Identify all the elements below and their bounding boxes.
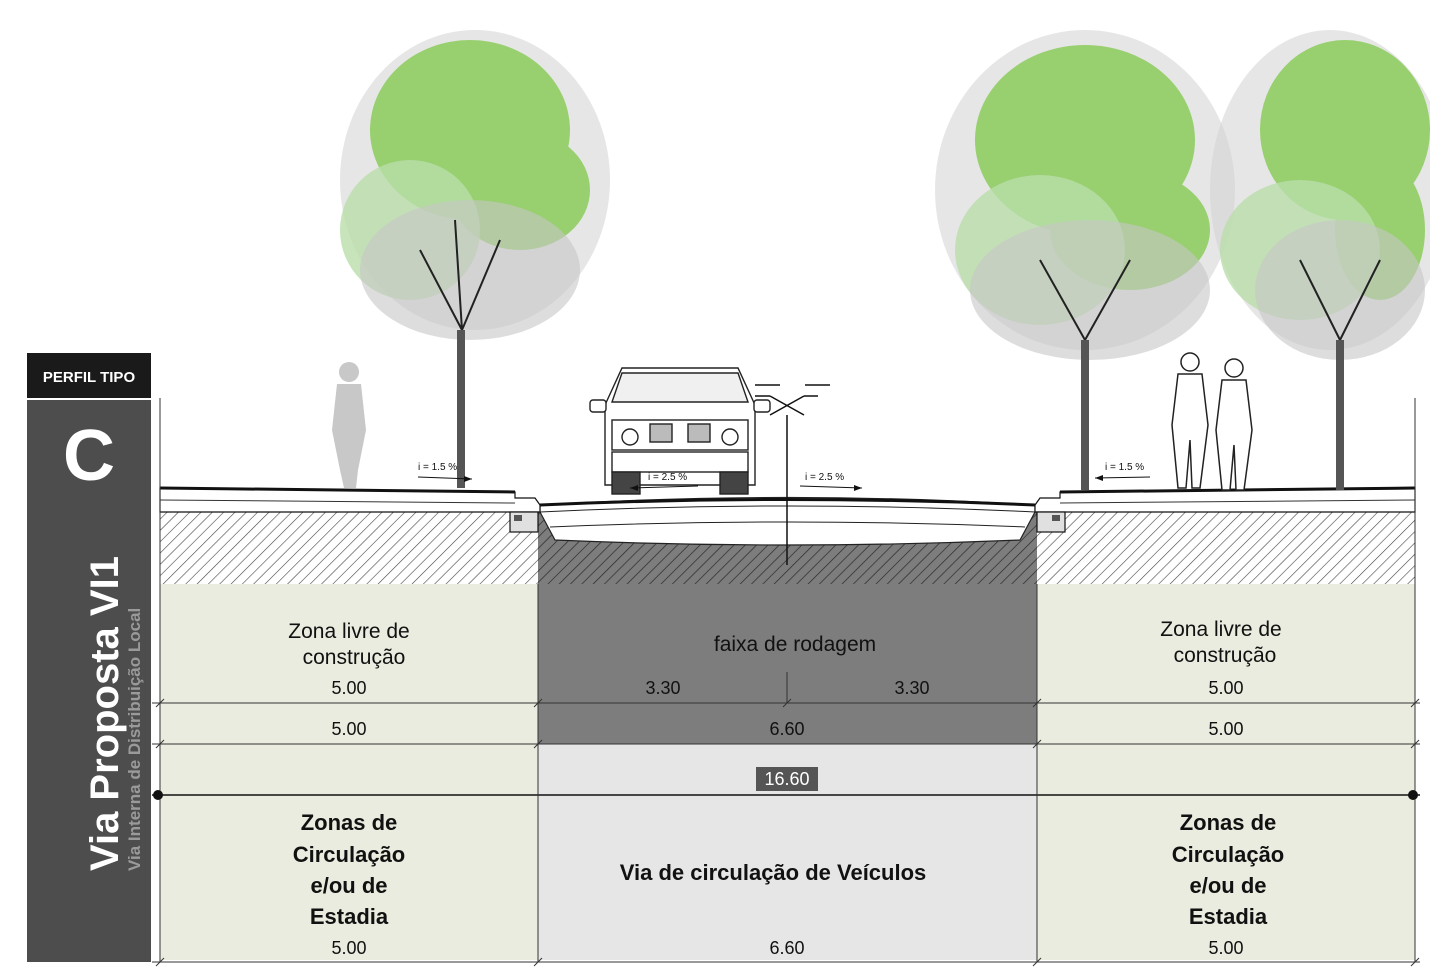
profile-title: Via Proposta VI1 [83, 556, 127, 871]
profile-letter: C [63, 416, 115, 496]
total-dim-end-right [1408, 790, 1418, 800]
dimension-values: 5.00 3.30 3.30 5.00 5.00 6.60 5.00 5.00 … [331, 678, 1243, 958]
slope-annotations: i = 1.5 % i = 2.5 % i = 2.5 % i = 1.5 % [417, 462, 1151, 491]
sidebar: PERFIL TIPO C Via Proposta VI1 Via Inter… [27, 353, 151, 962]
total-dim-box [756, 767, 818, 791]
total-dim-value: 16.60 [764, 769, 809, 789]
slope-right-sidewalk: i = 1.5 % [1105, 462, 1144, 473]
slope-road-right: i = 2.5 % [805, 472, 844, 483]
right-use-line-3: e/ou de [1189, 873, 1266, 898]
dim-row2-center: 6.60 [769, 719, 804, 739]
dim-row4-center: 6.60 [769, 938, 804, 958]
tree-left [340, 30, 610, 489]
dim-row2-right: 5.00 [1208, 719, 1243, 739]
car-front-view [589, 367, 771, 495]
perfil-tipo-label: PERFIL TIPO [43, 369, 136, 386]
right-zone-label-2: construção [1174, 644, 1277, 667]
left-zone-label-1: Zona livre de [288, 620, 409, 643]
dim-row1-center-b: 3.30 [894, 678, 929, 698]
pedestrian-left [332, 362, 366, 488]
right-curb [1036, 511, 1066, 533]
dim-row1-left: 5.00 [331, 678, 366, 698]
zone-backgrounds [160, 584, 1415, 960]
road-zone-bg [538, 584, 1037, 744]
right-soil [1037, 512, 1415, 584]
left-zone-bg [160, 584, 538, 960]
use-labels: Zonas de Circulação e/ou de Estadia Via … [293, 810, 1285, 929]
dim-row4-left: 5.00 [331, 938, 366, 958]
cross-section [159, 384, 1416, 962]
dim-row1-right: 5.00 [1208, 678, 1243, 698]
left-use-line-2: Circulação [293, 842, 406, 867]
dimension-lines [152, 584, 1420, 967]
right-use-line-1: Zonas de [1180, 810, 1277, 835]
slope-left-sidewalk: i = 1.5 % [418, 462, 457, 473]
dim-row1-center-a: 3.30 [645, 678, 680, 698]
street-lamp [755, 384, 830, 565]
left-use-line-3: e/ou de [310, 873, 387, 898]
left-use-line-4: Estadia [310, 904, 389, 929]
profile-subtitle: Via Interna de Distribuição Local [125, 608, 144, 871]
dim-row4-right: 5.00 [1208, 938, 1243, 958]
right-sidewalk [1034, 487, 1416, 513]
tree-right-1 [935, 30, 1235, 490]
left-sidewalk [159, 487, 541, 513]
right-use-line-4: Estadia [1189, 904, 1268, 929]
left-soil [160, 512, 538, 584]
sidebar-panel [27, 400, 151, 962]
total-dim-end-left [153, 790, 163, 800]
left-use-line-1: Zonas de [301, 810, 398, 835]
road-zone-label: faixa de rodagem [714, 633, 876, 656]
slope-road-left: i = 2.5 % [648, 472, 687, 483]
right-use-line-2: Circulação [1172, 842, 1285, 867]
dim-row2-left: 5.00 [331, 719, 366, 739]
pedestrians-right [1171, 352, 1253, 491]
left-zone-label-2: construção [303, 646, 406, 669]
center-use-label: Via de circulação de Veículos [620, 860, 927, 885]
perfil-tipo-badge [27, 353, 151, 398]
tree-right-2 [1210, 30, 1430, 490]
zone-labels: Zona livre de construção faixa de rodage… [288, 618, 1281, 669]
right-zone-label-1: Zona livre de [1160, 618, 1281, 641]
right-zone-bg [1037, 584, 1415, 960]
